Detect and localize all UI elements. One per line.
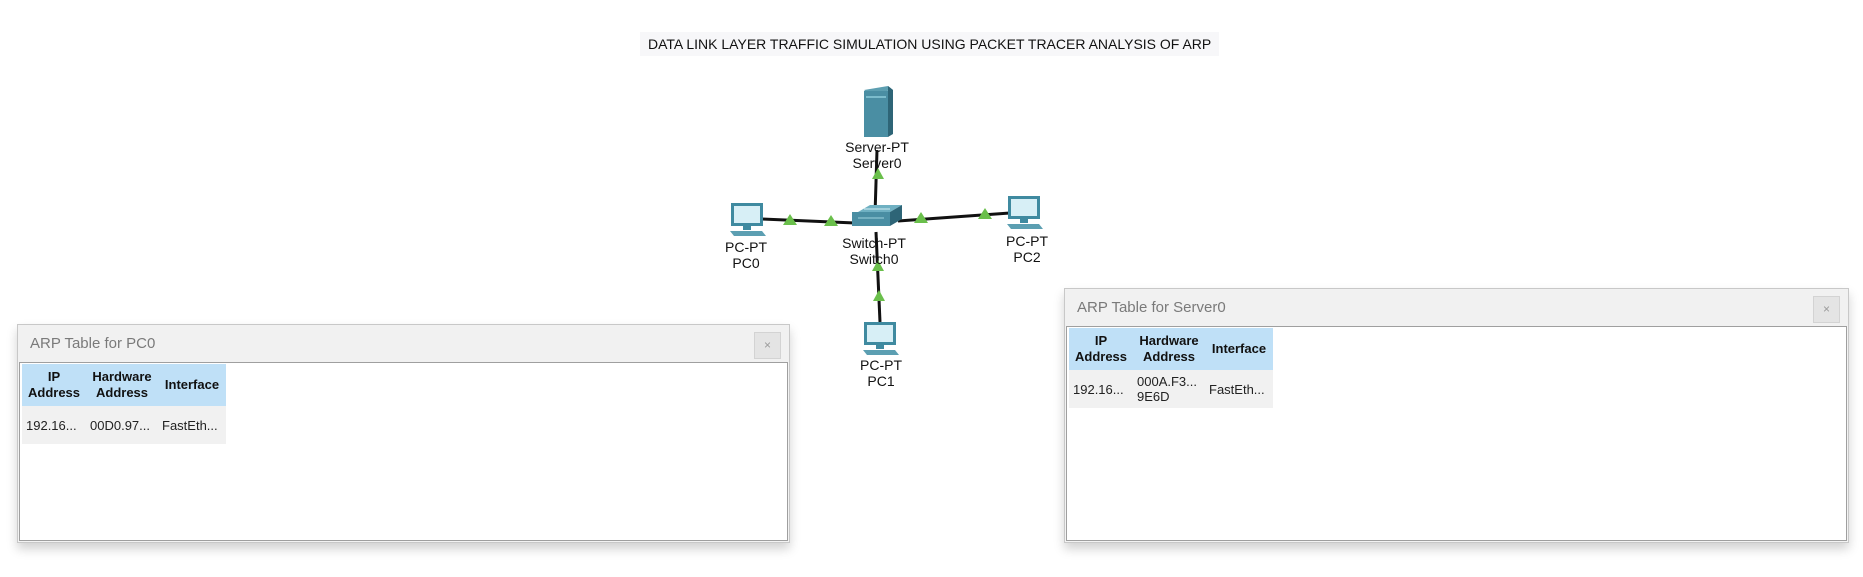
link-up-indicator — [873, 290, 885, 301]
cell-ip: 192.16... — [1069, 370, 1133, 408]
device-model: PC-PT — [1006, 233, 1048, 249]
table-row[interactable]: 192.16... 00D0.97... FastEth... — [22, 406, 226, 444]
link-pc0-switch0[interactable] — [761, 217, 856, 225]
link-up-indicator — [783, 214, 797, 225]
link-up-indicator — [872, 260, 884, 271]
window-titlebar[interactable]: ARP Table for PC0 × — [18, 325, 789, 362]
window-title: ARP Table for Server0 — [1077, 299, 1226, 316]
device-name: Server0 — [852, 155, 902, 171]
window-title: ARP Table for PC0 — [30, 335, 156, 352]
pc-icon[interactable] — [1007, 196, 1043, 229]
link-switch0-pc2[interactable] — [897, 211, 1011, 223]
link-up-indicator — [914, 212, 928, 223]
link-up-indicator — [978, 208, 992, 219]
device-model: PC-PT — [860, 357, 902, 373]
cell-ip: 192.16... — [22, 406, 86, 444]
close-button[interactable]: × — [754, 332, 781, 359]
table-row[interactable]: 192.16... 000A.F3...9E6D FastEth... — [1069, 370, 1273, 408]
switch-icon[interactable] — [852, 205, 902, 226]
link-up-indicator — [872, 168, 884, 179]
column-header-interface[interactable]: Interface — [158, 364, 226, 406]
device-model: PC-PT — [725, 239, 767, 255]
pc-icon[interactable] — [730, 203, 766, 236]
topology-title-note: DATA LINK LAYER TRAFFIC SIMULATION USING… — [640, 32, 1220, 56]
device-model: Server-PT — [845, 139, 909, 155]
device-name: PC0 — [732, 255, 760, 271]
link-up-indicator — [824, 215, 838, 226]
cell-interface: FastEth... — [1205, 370, 1273, 408]
switch0-label: Switch-PT Switch0 — [842, 235, 906, 267]
server0-label: Server-PT Server0 — [845, 139, 909, 171]
cell-hardware: 000A.F3...9E6D — [1133, 370, 1205, 408]
column-header-interface[interactable]: Interface — [1205, 328, 1273, 370]
pc2-label: PC-PT PC2 — [1006, 233, 1048, 265]
device-name: Switch0 — [849, 251, 899, 267]
device-model: Switch-PT — [842, 235, 906, 251]
close-button[interactable]: × — [1813, 296, 1840, 323]
cell-hardware: 00D0.97... — [86, 406, 158, 444]
link-status-indicators — [783, 168, 992, 301]
pc-icon[interactable] — [863, 322, 899, 355]
device-name: PC1 — [867, 373, 895, 389]
link-pc1-switch0[interactable] — [874, 231, 882, 323]
link-server0-switch0[interactable] — [873, 149, 879, 216]
pc1-label: PC-PT PC1 — [860, 357, 902, 389]
server-icon[interactable] — [864, 86, 893, 137]
cell-interface: FastEth... — [158, 406, 226, 444]
window-titlebar[interactable]: ARP Table for Server0 × — [1065, 289, 1848, 326]
device-name: PC2 — [1013, 249, 1041, 265]
pc0-label: PC-PT PC0 — [725, 239, 767, 271]
